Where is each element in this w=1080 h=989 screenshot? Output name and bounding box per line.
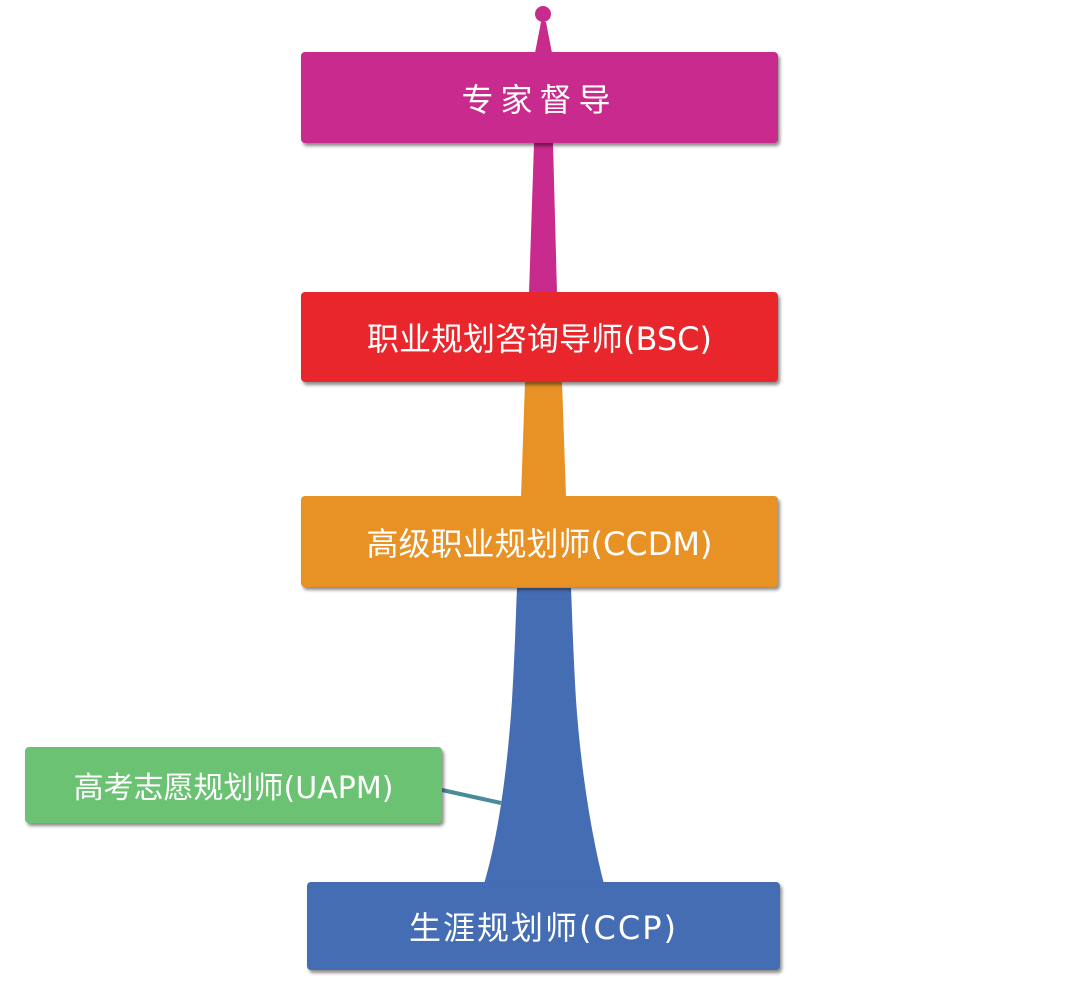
node-label-bsc: 职业规划咨询导师(BSC) bbox=[366, 320, 713, 358]
top-endpoint-dot bbox=[535, 6, 551, 22]
edge-ccdm-to-bsc bbox=[521, 382, 566, 497]
node-ccdm: 高级职业规划师(CCDM) bbox=[301, 496, 778, 587]
node-label-expert-supervisor: 专家督导 bbox=[461, 80, 618, 119]
edge-uapm-to-ccp bbox=[441, 788, 502, 805]
node-label-ccp: 生涯规划师(CCP) bbox=[409, 909, 678, 947]
edge-bsc-to-expert bbox=[529, 143, 557, 293]
node-expert-supervisor: 专家督导 bbox=[301, 52, 778, 143]
node-label-uapm: 高考志愿规划师(UAPM) bbox=[73, 771, 394, 806]
node-ccp: 生涯规划师(CCP) bbox=[307, 882, 780, 970]
node-label-ccdm: 高级职业规划师(CCDM) bbox=[366, 524, 713, 563]
edge-ccp-to-ccdm bbox=[484, 588, 604, 884]
node-bsc: 职业规划咨询导师(BSC) bbox=[301, 292, 778, 382]
node-uapm: 高考志愿规划师(UAPM) bbox=[25, 747, 442, 823]
edge-expert-to-top bbox=[535, 22, 552, 53]
